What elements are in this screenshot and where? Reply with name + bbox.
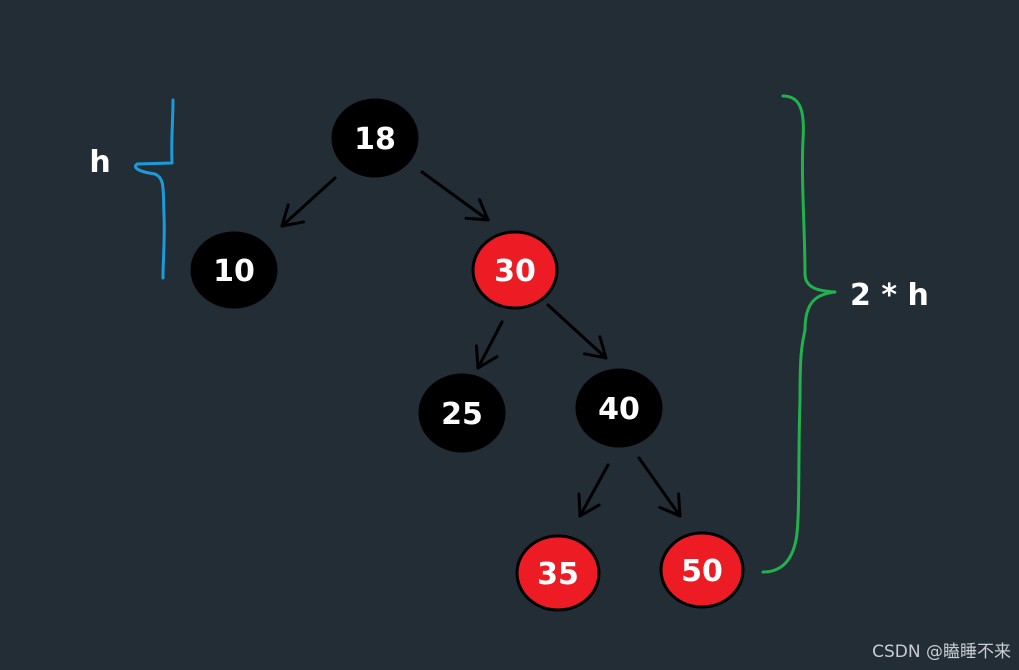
edge-line [578,463,610,518]
right-height-label: 2 * h [850,278,929,313]
edge-line [280,176,337,228]
edges-layer [280,170,682,518]
tree-node-18: 18 [331,98,419,178]
watermark: CSDN @瞌睡不来 [872,642,1011,662]
edge-30-to-40 [546,303,608,360]
node-value-label: 40 [598,392,640,427]
tree-node-30: 30 [471,230,559,310]
black-node-circle [190,231,278,309]
tree-node-25: 25 [418,373,506,453]
edge-line [420,170,490,222]
tree-node-50: 50 [659,531,745,609]
edge-18-to-30 [420,170,490,222]
tree-node-35: 35 [515,534,601,612]
node-value-label: 50 [681,554,723,589]
nodes-layer: 18 10 30 25 40 35 50 [190,98,745,612]
black-node-circle [418,373,506,453]
arrowhead-icon [582,335,608,360]
node-value-label: 10 [213,254,255,289]
black-node-circle [331,98,419,178]
red-node-circle [515,534,601,612]
edge-40-to-50 [637,456,682,518]
node-value-label: 35 [537,557,579,592]
edge-18-to-10 [280,176,337,228]
red-node-circle [471,230,559,310]
arrowhead-icon [464,198,490,222]
edge-line [637,456,682,518]
right-height-brace [761,94,837,574]
node-value-label: 25 [441,397,483,432]
node-value-label: 18 [354,122,396,157]
arrowhead-icon [280,203,306,228]
arrowhead-icon [577,492,601,518]
arrowhead-icon [658,492,682,518]
left-height-brace [134,98,175,280]
edge-30-to-25 [474,320,504,370]
black-node-circle [575,368,663,448]
red-node-circle [659,531,745,609]
tree-node-40: 40 [575,368,663,448]
left-height-label: h [89,145,110,180]
node-value-label: 30 [494,254,536,289]
edge-40-to-35 [577,463,610,518]
edge-line [476,320,504,370]
arrowhead-icon [474,344,499,370]
tree-node-10: 10 [190,231,278,309]
edge-line [546,303,608,360]
